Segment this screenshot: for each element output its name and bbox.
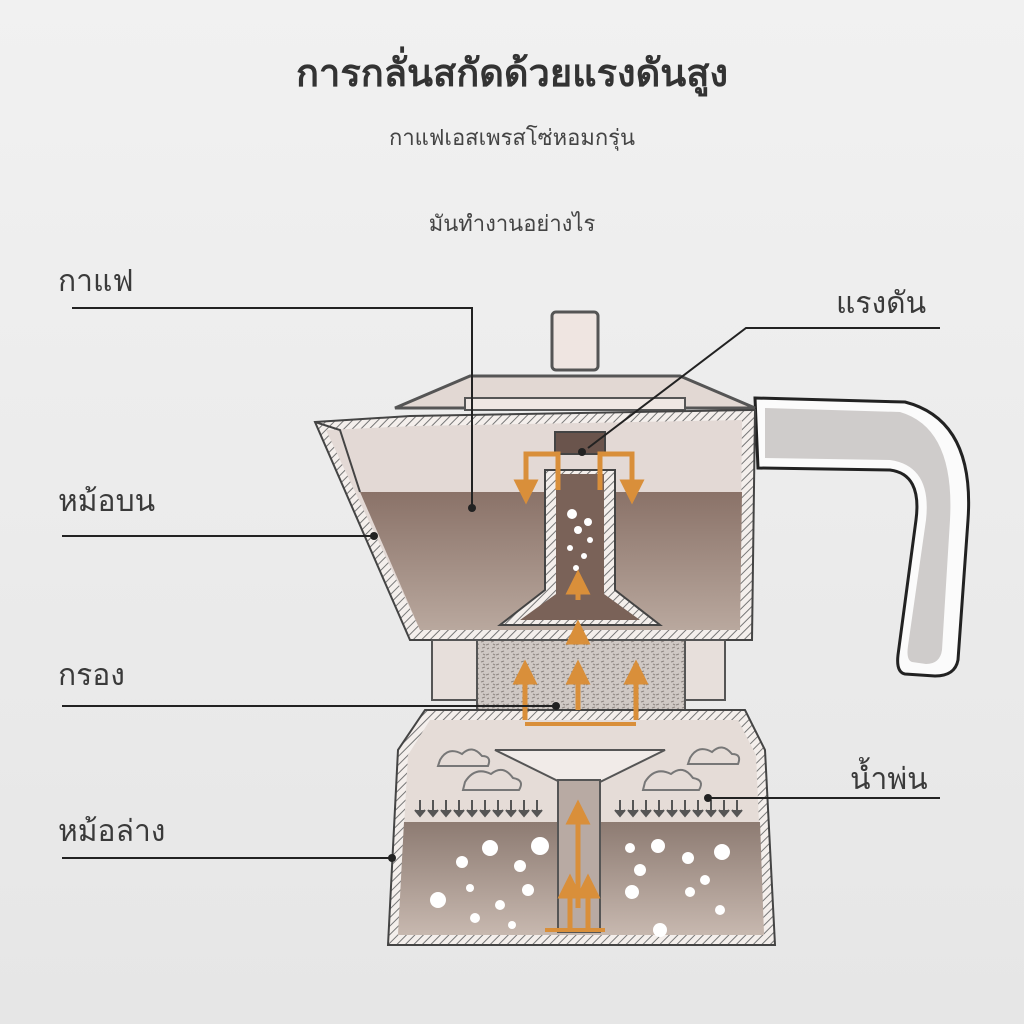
- label-coffee: กาแฟ: [58, 264, 134, 299]
- label-filter: กรอง: [58, 658, 125, 693]
- label-lower-chamber: หม้อล่าง: [58, 814, 166, 849]
- lower-chamber: [386, 709, 777, 946]
- central-column: [497, 431, 663, 626]
- how-it-works-heading: มันทำงานอย่างไร: [428, 212, 596, 237]
- label-pressure: แรงดัน: [836, 286, 927, 321]
- label-water-jet: น้ำพ่น: [850, 762, 928, 797]
- label-upper-chamber: หม้อบน: [58, 484, 156, 519]
- handle: [753, 396, 971, 678]
- flow-lines: [525, 722, 636, 932]
- page-title: การกลั่นสกัดด้วยแรงดันสูง: [295, 51, 729, 95]
- leader-dots: [370, 448, 712, 862]
- flow-arrows: [512, 451, 649, 930]
- lid-knob: [550, 310, 600, 372]
- leader-lines: [62, 307, 940, 859]
- page-subtitle: กาแฟเอสเพรสโซ่หอมกรุ่น: [389, 126, 635, 151]
